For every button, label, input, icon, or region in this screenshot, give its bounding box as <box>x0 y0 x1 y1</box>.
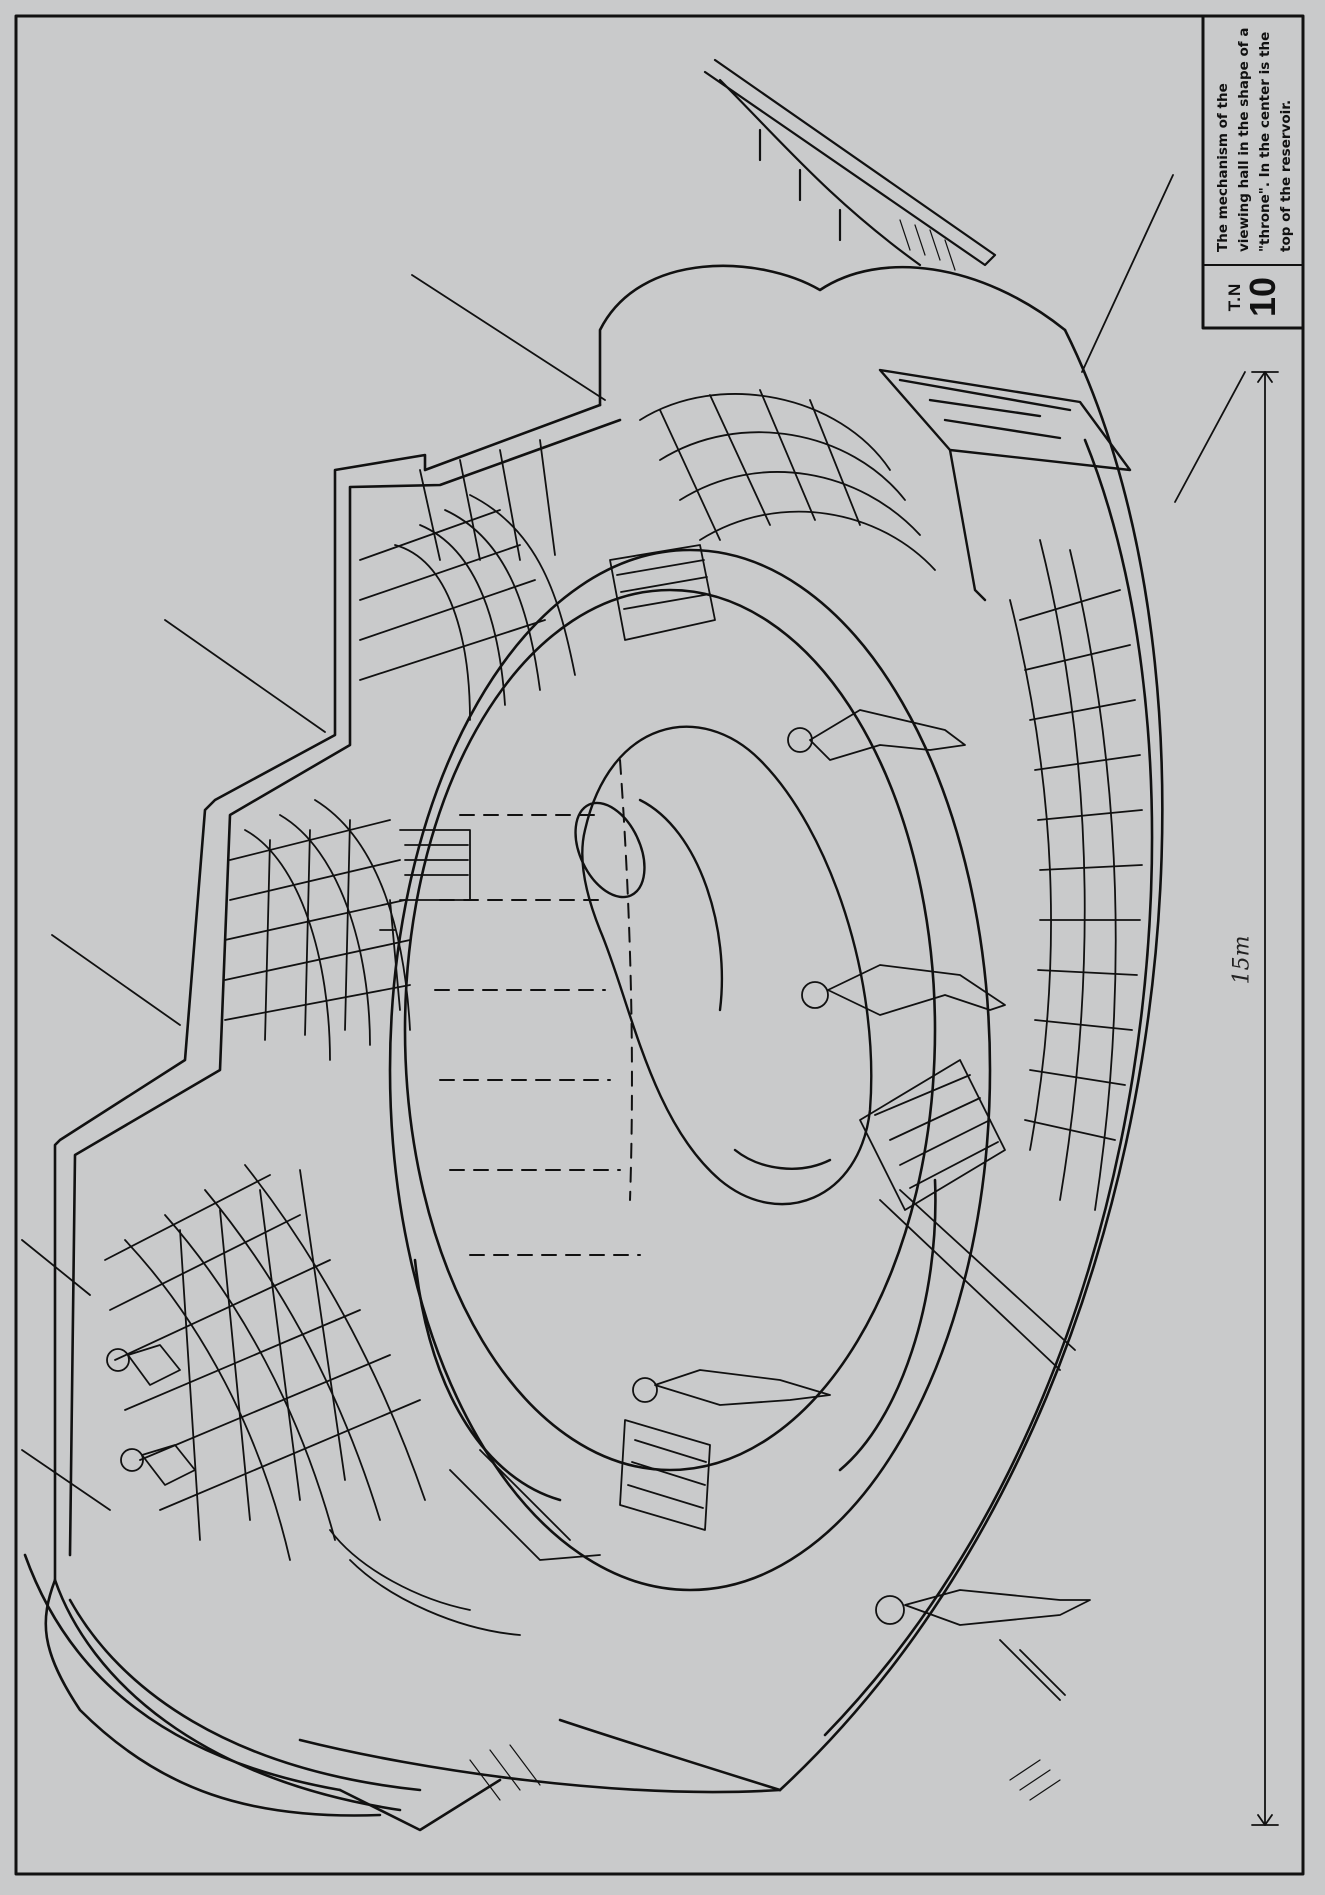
drawing-number: 10 <box>1242 276 1283 318</box>
central-dome <box>574 725 873 1206</box>
central-ring <box>388 548 992 1592</box>
figure-seated-1 <box>106 1344 181 1386</box>
seating-lower-left <box>104 1164 601 1636</box>
stairs <box>399 544 1076 1531</box>
figure-bottom-right <box>875 1589 1091 1701</box>
title-block-number-cell: T.N 10 <box>1203 264 1303 328</box>
seating-right <box>1009 539 1143 1211</box>
hatching <box>469 219 1061 1801</box>
figure-center <box>801 964 1006 1016</box>
figure-seated-2 <box>120 1444 196 1486</box>
throne-platform <box>878 368 1132 602</box>
outer-shell <box>298 328 1164 1794</box>
title-block: T.N 10 The mechanism of the viewing hall… <box>1203 16 1303 328</box>
title-block-content: T.N 10 The mechanism of the viewing hall… <box>1203 16 1303 328</box>
dimension-label: 15m <box>1229 935 1255 985</box>
title-block-frame <box>1201 14 1305 330</box>
seating-upper-right <box>639 389 936 571</box>
ring-ticks <box>434 759 641 1256</box>
figure-lower <box>632 1369 831 1406</box>
drawing-caption: The mechanism of the viewing hall in the… <box>1215 27 1294 252</box>
corner-ramp <box>703 58 997 267</box>
sheet-border <box>14 14 1305 1876</box>
seating-left-block <box>224 799 411 1061</box>
outer-wall <box>23 264 1067 1832</box>
leader-lines <box>21 174 1246 1511</box>
dimension-line <box>1251 371 1279 1826</box>
figure-top <box>787 709 966 761</box>
seating-upper-left <box>359 439 576 721</box>
figures <box>106 709 1091 1701</box>
